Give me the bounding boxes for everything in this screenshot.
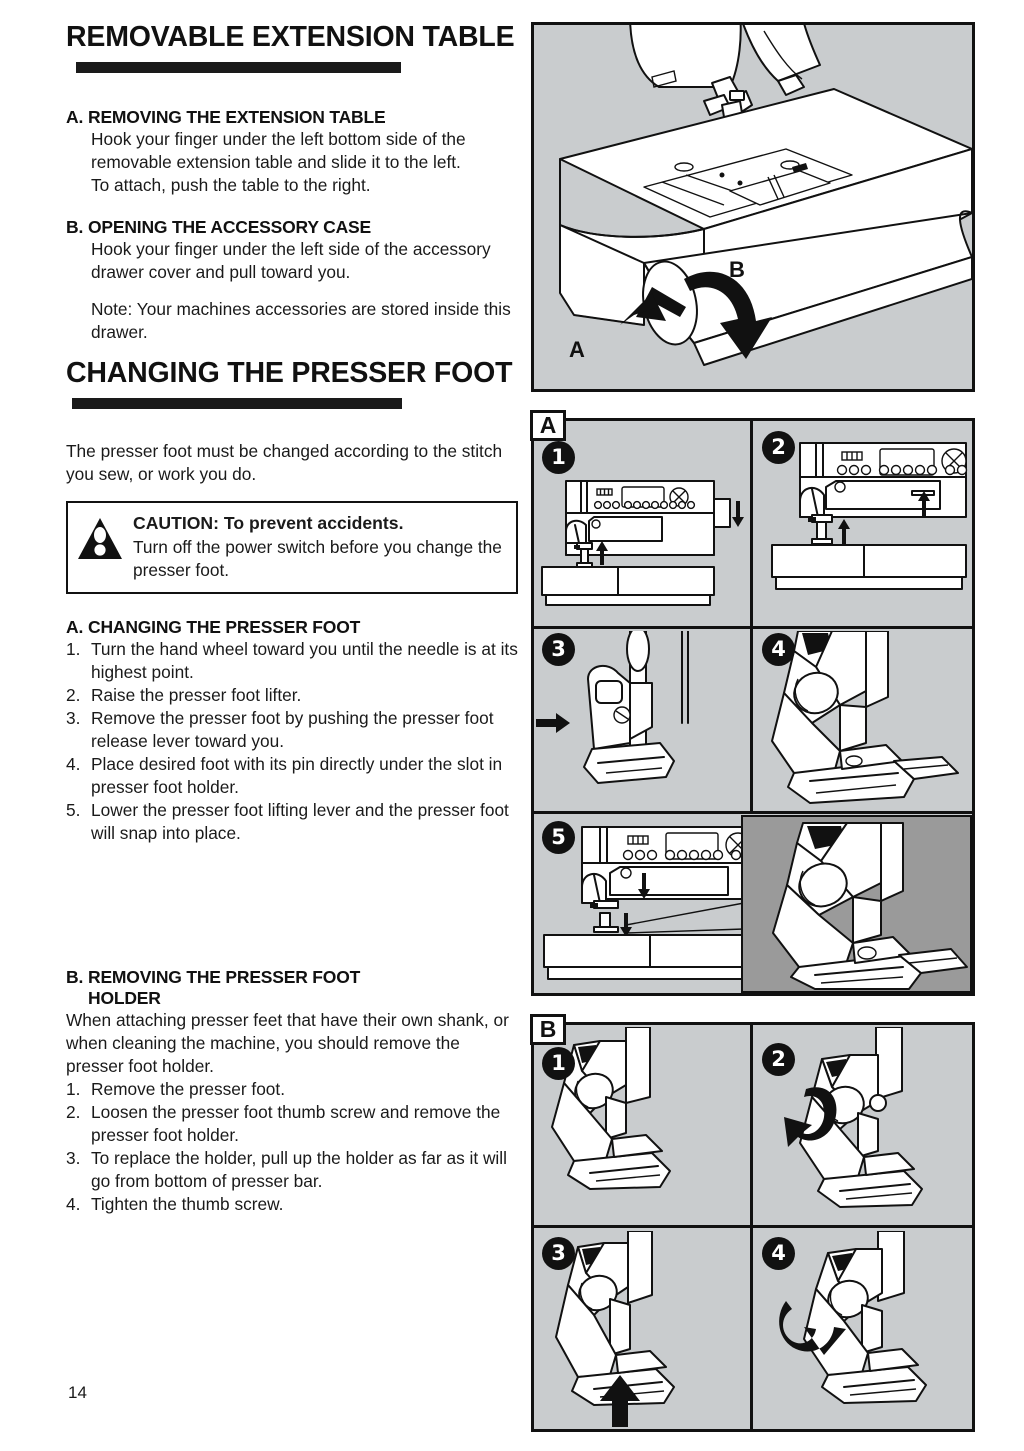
step-number: 2. [66, 684, 81, 705]
text-column: REMOVABLE EXTENSION TABLE A. REMOVING TH… [66, 21, 518, 1216]
paragraph-opening-accessory-case: Hook your finger under the left side of … [91, 238, 491, 282]
step-text: Turn the hand wheel toward you until the… [91, 638, 518, 682]
presser-foot-closeup-inset [741, 815, 972, 993]
step-badge-b2: 2 [762, 1043, 795, 1076]
subsection-heading-text: OPENING THE ACCESSORY CASE [88, 216, 371, 237]
list-item: 2. Loosen the presser foot thumb screw a… [66, 1101, 518, 1147]
step-badge-1: 1 [542, 441, 575, 474]
step-text: Tighten the thumb screw. [91, 1193, 284, 1214]
steps-removing-foot-holder: 1. Remove the presser foot. 2. Loosen th… [66, 1078, 518, 1216]
panel-divider-vertical-mid [750, 626, 753, 814]
subsection-letter: B. [66, 966, 84, 987]
step-badge-b4: 4 [762, 1237, 795, 1270]
step-text: Raise the presser foot lifter. [91, 684, 302, 705]
title-rule-bar [76, 61, 401, 73]
presser-foot-closeup-drawing [772, 822, 968, 990]
step-text: Remove the presser foot. [91, 1078, 286, 1099]
note-accessories-stored: Note: Your machines accessories are stor… [91, 298, 511, 342]
caution-text-block: CAUTION: To prevent accidents. Turn off … [133, 513, 506, 582]
step-badge-b3: 3 [542, 1237, 575, 1270]
list-item: 4. Tighten the thumb screw. [66, 1193, 518, 1216]
paragraph-removing-extension-table-2: To attach, push the table to the right. [91, 174, 371, 195]
step-badge-2: 2 [762, 431, 795, 464]
panel-divider-horizontal [534, 1225, 972, 1228]
subsection-heading-opening-accessory-case: B. OPENING THE ACCESSORY CASE [66, 217, 518, 238]
subsection-letter: A. [66, 616, 84, 637]
panel-divider-horizontal-2 [534, 811, 972, 814]
list-item: 1. Turn the hand wheel toward you until … [66, 638, 518, 684]
foot-holder-step3 [555, 1231, 675, 1427]
panel-divider-vertical-top [750, 421, 753, 629]
subsection-letter: A. [66, 106, 84, 127]
machine-diagram-step5 [543, 826, 787, 980]
step-text: Remove the presser foot by pushing the p… [91, 707, 494, 751]
paragraph-presser-foot-intro: The presser foot must be changed accordi… [66, 440, 503, 484]
step-text: Loosen the presser foot thumb screw and … [91, 1101, 501, 1145]
paragraph-removing-foot-holder: When attaching presser feet that have th… [66, 1009, 509, 1076]
section-title-text: REMOVABLE EXTENSION TABLE [66, 21, 515, 53]
paragraph-removing-extension-table-1: Hook your finger under the left bottom s… [91, 128, 466, 172]
subsection-heading-text-line2: HOLDER [88, 987, 161, 1008]
page-number: 14 [68, 1383, 87, 1402]
step-number: 4. [66, 1193, 81, 1214]
step-number: 4. [66, 753, 81, 774]
list-item: 5. Lower the presser foot lifting lever … [66, 799, 518, 845]
list-item: 1. Remove the presser foot. [66, 1078, 518, 1101]
step-text: To replace the holder, pull up the holde… [91, 1147, 507, 1191]
list-item: 3. Remove the presser foot by pushing th… [66, 707, 518, 753]
foot-holder-step2 [784, 1027, 923, 1208]
step-number: 2. [66, 1101, 81, 1122]
sewing-machine-bed-drawing [559, 25, 972, 366]
step-number: 5. [66, 799, 81, 820]
subsection-heading-removing-foot-holder: B. REMOVING THE PRESSER FOOT HOLDER [66, 967, 518, 1009]
step-badge-4: 4 [762, 633, 795, 666]
list-item: 4. Place desired foot with its pin direc… [66, 753, 518, 799]
section-title-changing-presser-foot: CHANGING THE PRESSER FOOT [66, 356, 518, 422]
foot-holder-step4 [779, 1231, 927, 1404]
step-badge-b1: 1 [542, 1047, 575, 1080]
subsection-heading-removing-extension-table: A. REMOVING THE EXTENSION TABLE [66, 107, 518, 128]
step-badge-3: 3 [542, 633, 575, 666]
foot-holder-step1 [551, 1027, 671, 1190]
step-number: 1. [66, 638, 81, 659]
presser-foot-closeup-step4 [771, 631, 959, 804]
figure-label-A: A [569, 337, 585, 362]
title-rule-bar [72, 397, 402, 409]
caution-title: CAUTION: To prevent accidents. [133, 512, 404, 533]
figure-changing-presser-foot-canvas [534, 421, 972, 993]
warning-triangle-icon [77, 517, 123, 561]
figure-removing-foot-holder-canvas [534, 1025, 972, 1429]
figure-label-B: B [729, 257, 745, 282]
machine-diagram-step2 [771, 442, 968, 590]
figure-extension-table: A B [531, 22, 975, 392]
subsection-heading-text: CHANGING THE PRESSER FOOT [88, 616, 361, 637]
step-text: Place desired foot with its pin directly… [91, 753, 503, 797]
step-number: 1. [66, 1078, 81, 1099]
step-badge-5: 5 [542, 821, 575, 854]
figure-changing-presser-foot: A 1 2 3 4 5 [530, 410, 975, 996]
section-title-removable-extension-table: REMOVABLE EXTENSION TABLE [66, 21, 518, 86]
step-text: Lower the presser foot lifting lever and… [91, 799, 509, 843]
presser-foot-release-step3 [536, 631, 689, 784]
panel-divider-horizontal-1 [534, 626, 972, 629]
figure-tab-B: B [530, 1014, 566, 1045]
machine-diagram-step1 [541, 480, 744, 606]
subsection-heading-text-line1: REMOVING THE PRESSER FOOT [88, 966, 361, 987]
caution-body: Turn off the power switch before you cha… [133, 536, 502, 580]
figure-extension-table-canvas [534, 25, 972, 389]
figure-removing-foot-holder: B 1 2 3 4 [530, 1014, 975, 1432]
list-item: 2. Raise the presser foot lifter. [66, 684, 518, 707]
subsection-heading-changing-presser-foot: A. CHANGING THE PRESSER FOOT [66, 617, 518, 638]
section-title-text: CHANGING THE PRESSER FOOT [66, 356, 513, 389]
subsection-heading-text: REMOVING THE EXTENSION TABLE [88, 106, 386, 127]
list-item: 3. To replace the holder, pull up the ho… [66, 1147, 518, 1193]
step-number: 3. [66, 707, 81, 728]
step-number: 3. [66, 1147, 81, 1168]
subsection-letter: B. [66, 216, 84, 237]
steps-changing-presser-foot: 1. Turn the hand wheel toward you until … [66, 638, 518, 845]
caution-box: CAUTION: To prevent accidents. Turn off … [66, 500, 518, 594]
figure-tab-A: A [530, 410, 566, 441]
